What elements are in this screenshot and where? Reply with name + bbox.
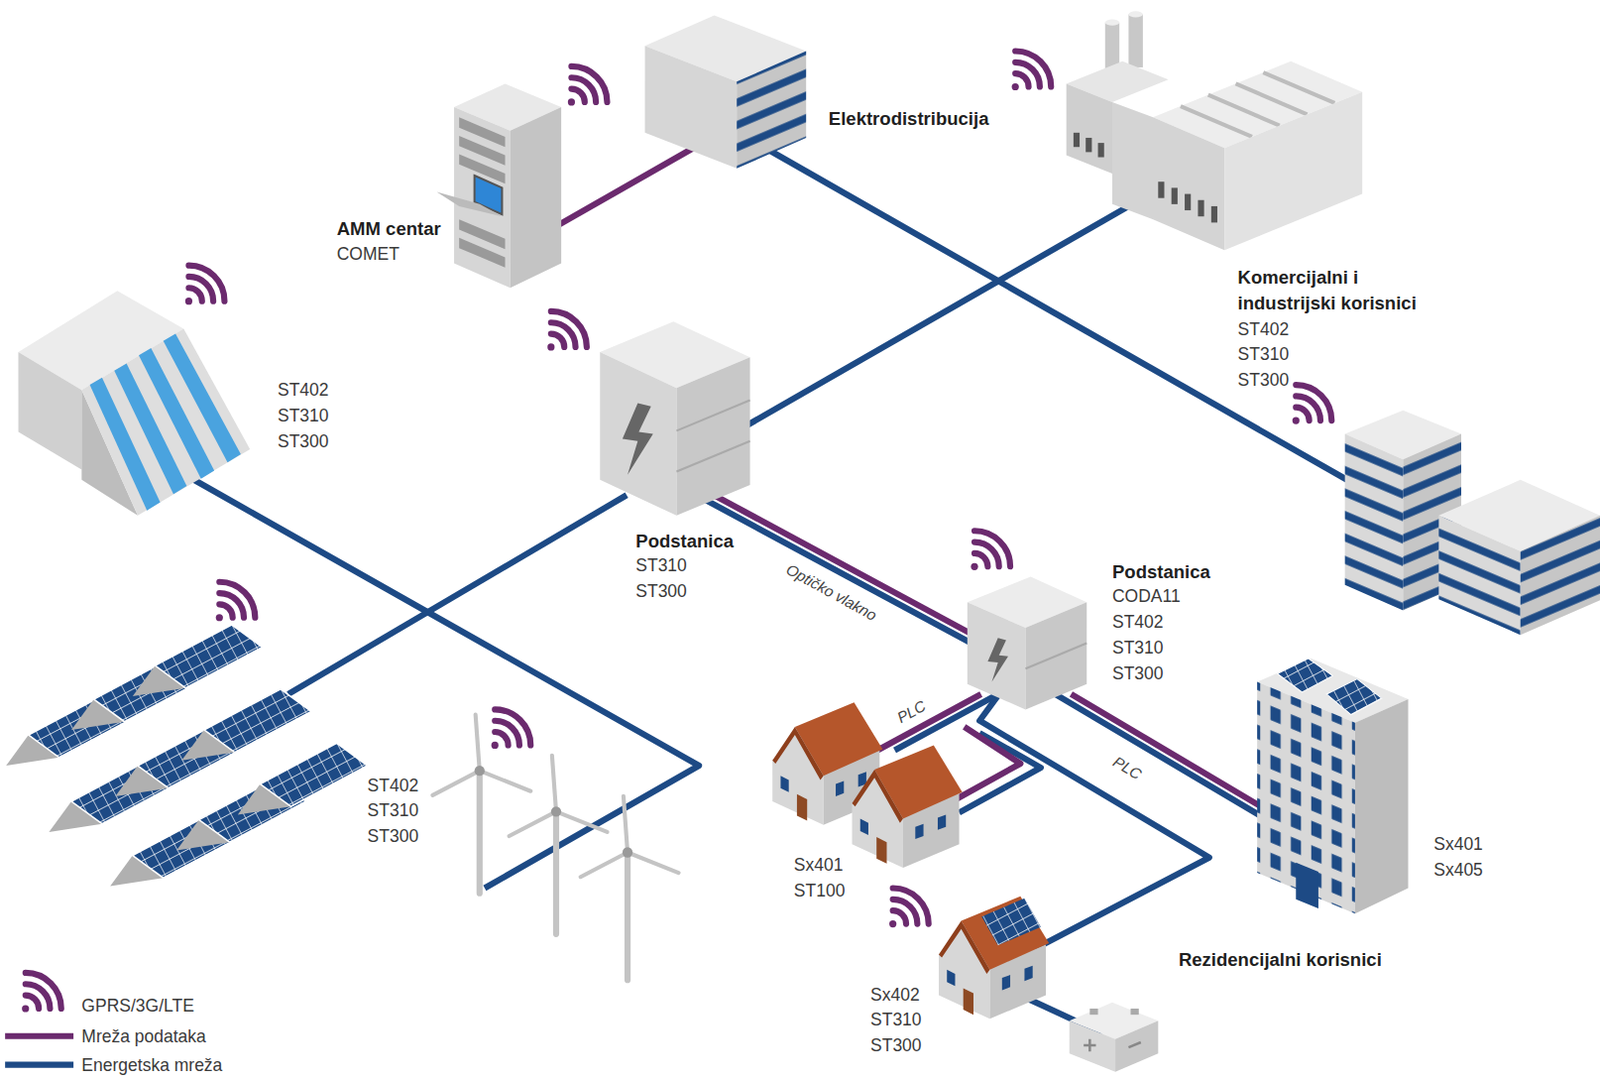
device-node: PodstanicaCODA11 ST402 ST310 ST300 [979,612,1077,694]
node-label: Sx401 Sx405 [1433,831,1493,883]
node-label: ST310 ST300 [635,553,695,604]
device-node: Sx401 Sx405 [1275,714,1388,879]
legend-text: GPRS/3G/LTE [81,993,194,1020]
device-node: Sx402 ST310 ST300 [953,938,1035,1001]
power-line [979,693,1210,948]
edge-label: Optičko vlakno [783,560,880,624]
device-node: ST402 ST310 ST300 [97,377,200,450]
node-label: COMET [337,241,400,268]
edge-label: PLC [894,696,929,727]
device-node: AMM centarCOMET [463,132,551,261]
node-label: Sx402 ST310 ST300 [870,981,930,1058]
legend-text: Mreža podataka [81,1023,206,1049]
node-heading: Podstanica [635,528,734,555]
power-line [288,494,627,694]
node-label: ST402 ST310 ST300 [1238,316,1298,393]
node-label: CODA11 ST402 ST310 ST300 [1112,583,1186,686]
device-node: Elektrodistribucija [663,56,787,149]
legend-line [4,1061,74,1068]
node-label: ST402 ST310 ST300 [277,377,338,455]
edge-label: PLC [1110,752,1145,783]
data-line [713,494,980,638]
device-node: Komercijalni i industrijski korisniciST4… [1162,122,1316,205]
data-line [877,693,981,751]
power-line [1054,693,1275,825]
data-line [551,147,694,229]
power-line [194,479,700,889]
node-heading: Komercijalni i industrijski korisnici [1238,265,1443,317]
legend-text: Energetska mreža [81,1051,223,1078]
group-label: Rezidencijalni korisnici [1178,946,1382,973]
device-node: ST402 ST310 ST300 [102,693,307,797]
power-line [696,494,980,648]
node-heading: Podstanica [1112,559,1211,585]
node-heading: Elektrodistribucija [828,106,990,132]
device-node: PodstanicaST310 ST300 [612,367,736,496]
device-node: Sx401 ST100 [805,750,929,832]
node-label: ST402 ST310 ST300 [367,772,428,849]
node-label: Sx401 ST100 [794,851,854,903]
power-line [734,186,1163,433]
legend-line [4,1032,74,1039]
node-heading: AMM centar [337,216,442,242]
